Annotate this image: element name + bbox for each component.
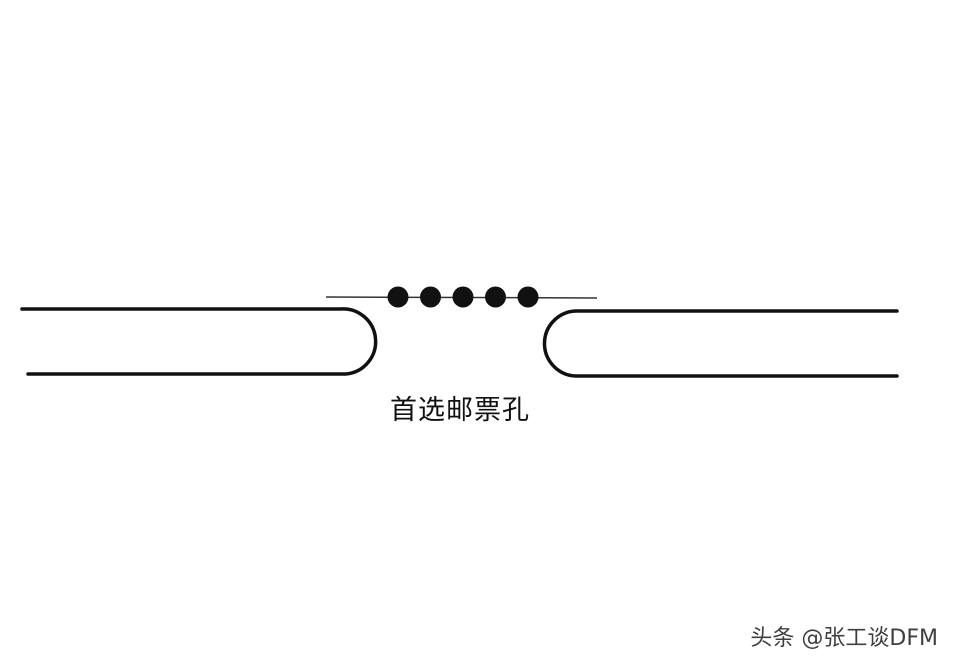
- perforation-hole: [420, 286, 441, 308]
- diagram-caption: 首选邮票孔: [390, 395, 530, 426]
- left-board-outline: [20, 307, 378, 376]
- perforation-hole: [452, 286, 474, 308]
- perforation-hole: [387, 286, 409, 308]
- perforation-hole: [485, 286, 506, 308]
- watermark-text: 头条 @张工谈DFM: [750, 626, 938, 651]
- perforation-hole: [517, 286, 539, 308]
- right-board-outline: [542, 309, 899, 378]
- perforation-holes: [387, 286, 539, 308]
